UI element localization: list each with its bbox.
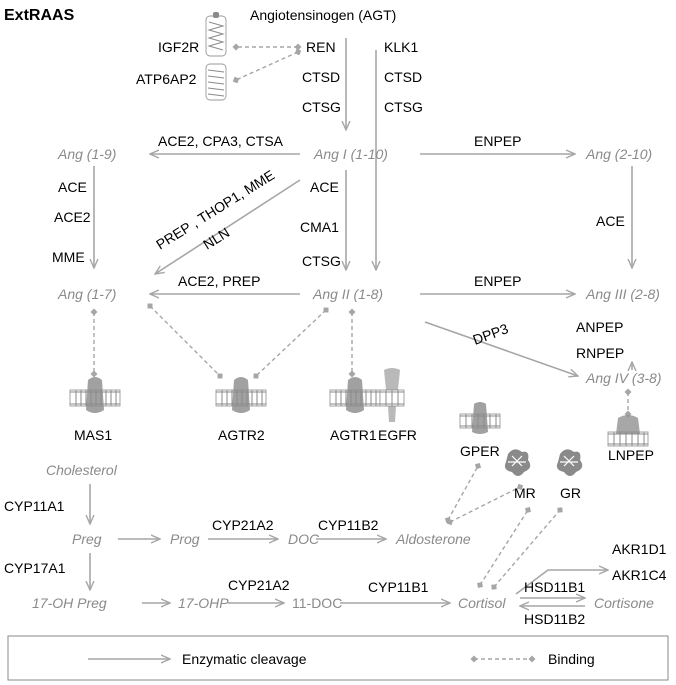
enzyme-ctsd-1: CTSD xyxy=(302,69,340,85)
enzyme-ren: REN xyxy=(306,39,336,55)
metabolite-ang-1-9: Ang (1-9) xyxy=(57,146,116,162)
lnpep-receptor-icon xyxy=(607,415,649,447)
metabolite-17-ohp: 17-OHP xyxy=(178,595,229,611)
metabolite-cortisol: Cortisol xyxy=(458,595,506,611)
metabolite-agt: Angiotensinogen (AGT) xyxy=(250,7,396,23)
metabolite-cholesterol: Cholesterol xyxy=(46,462,118,478)
enzyme-ace2-prep: ACE2, PREP xyxy=(178,273,260,289)
binding-ren-atp6ap2 xyxy=(232,48,302,84)
gper-receptor-icon xyxy=(459,402,501,434)
metabolite-prog: Prog xyxy=(170,531,200,547)
enzyme-enpep-1: ENPEP xyxy=(474,133,521,149)
metabolite-ang-1-10: Ang I (1-10) xyxy=(313,146,388,162)
receptor-igf2r: IGF2R xyxy=(158,39,199,55)
mr-receptor-icon xyxy=(504,449,531,476)
metabolite-ang-2-10: Ang (2-10) xyxy=(585,146,652,162)
enzyme-nln: NLN xyxy=(200,224,232,252)
receptor-agtr2: AGTR2 xyxy=(218,427,265,443)
mas1-receptor-icon xyxy=(69,377,121,413)
enzyme-ace-b: ACE xyxy=(310,179,339,195)
binding-ang2-agtr2 xyxy=(253,307,329,379)
enzyme-cyp21a2-a: CYP21A2 xyxy=(212,517,274,533)
binding-arrows xyxy=(90,43,632,590)
arrow-ang2-to-ang4 xyxy=(424,321,578,376)
enzyme-ace-c: ACE xyxy=(596,213,625,229)
receptor-agtr1: AGTR1 xyxy=(330,427,377,443)
enzyme-anpep: ANPEP xyxy=(576,319,623,335)
receptor-mas1: MAS1 xyxy=(74,427,112,443)
enzyme-cyp17a1: CYP17A1 xyxy=(4,560,66,576)
binding-aldosterone-gper xyxy=(444,462,482,524)
enzyme-hsd11b1: HSD11B1 xyxy=(524,579,585,595)
receptor-gr: GR xyxy=(560,485,581,501)
receptor-egfr: EGFR xyxy=(378,427,417,443)
receptor-atp6ap2: ATP6AP2 xyxy=(136,71,197,87)
enzyme-dpp3: DPP3 xyxy=(471,320,511,348)
enzyme-ctsg-1: CTSG xyxy=(302,99,341,115)
enzyme-cyp11b2: CYP11B2 xyxy=(318,517,379,533)
cleavage-arrows xyxy=(90,38,632,606)
enzyme-hsd11b2: HSD11B2 xyxy=(524,611,585,627)
metabolites: Angiotensinogen (AGT) Ang I (1-10) Ang (… xyxy=(32,7,661,611)
legend-box xyxy=(7,635,669,681)
enzyme-cyp11a1: CYP11A1 xyxy=(4,498,65,514)
enzyme-akr1c4: AKR1C4 xyxy=(612,567,667,583)
enzyme-akr1d1: AKR1D1 xyxy=(612,541,667,557)
metabolite-preg: Preg xyxy=(72,531,102,547)
enzyme-ace-a: ACE xyxy=(58,179,87,195)
enzyme-ace2-cpa3-ctsa: ACE2, CPA3, CTSA xyxy=(158,133,284,149)
metabolite-11-doc: 11-DOC xyxy=(292,595,342,611)
receptor-mr: MR xyxy=(514,485,536,501)
binding-ang1-7-agtr2 xyxy=(147,303,223,379)
enzyme-mme: MME xyxy=(52,249,85,265)
enzyme-cyp11b1: CYP11B1 xyxy=(368,579,429,595)
gr-receptor-icon xyxy=(556,449,583,476)
binding-aldosterone-mr xyxy=(446,483,524,526)
igf2r-receptor-icon xyxy=(205,12,227,57)
receptor-icons xyxy=(69,12,649,476)
metabolite-17-oh-preg: 17-OH Preg xyxy=(32,595,107,611)
metabolite-cortisone: Cortisone xyxy=(594,595,654,611)
enzyme-rnpep: RNPEP xyxy=(576,345,624,361)
binding-cortisol-gr xyxy=(491,507,563,590)
receptor-gper: GPER xyxy=(460,443,500,459)
atp6ap2-receptor-icon xyxy=(205,63,227,101)
metabolite-aldosterone: Aldosterone xyxy=(395,531,471,547)
metabolite-ang-1-7: Ang (1-7) xyxy=(57,286,116,302)
enzyme-cyp21a2-b: CYP21A2 xyxy=(228,577,290,593)
metabolite-ang-3-8: Ang IV (3-8) xyxy=(585,370,661,386)
binding-cortisol-mr xyxy=(477,507,531,588)
metabolite-doc: DOC xyxy=(288,531,320,547)
enzyme-cma1: CMA1 xyxy=(300,219,339,235)
legend: Enzymatic cleavage Binding xyxy=(7,635,669,681)
egfr-receptor-icon xyxy=(379,368,405,422)
receptor-labels: IGF2R ATP6AP2 MAS1 AGTR2 AGTR1 EGFR GPER… xyxy=(74,39,654,501)
legend-cleavage-label: Enzymatic cleavage xyxy=(182,651,307,667)
enzyme-ctsg-3: CTSG xyxy=(302,253,341,269)
agtr1-receptor-icon xyxy=(329,377,381,413)
receptor-lnpep: LNPEP xyxy=(608,447,654,463)
enzyme-klk1: KLK1 xyxy=(384,39,418,55)
agtr2-receptor-icon xyxy=(215,377,267,413)
enzyme-ctsg-2: CTSG xyxy=(384,99,423,115)
arrow-ang1-to-ang1-7 xyxy=(155,179,301,274)
metabolite-ang-2-8: Ang III (2-8) xyxy=(585,286,660,302)
legend-binding-label: Binding xyxy=(548,651,595,667)
diagram-title: ExtRAAS xyxy=(4,7,75,24)
enzyme-ctsd-2: CTSD xyxy=(384,69,422,85)
enzyme-enpep-2: ENPEP xyxy=(474,273,521,289)
enzyme-ace2-a: ACE2 xyxy=(54,209,91,225)
metabolite-ang-1-8: Ang II (1-8) xyxy=(312,286,383,302)
